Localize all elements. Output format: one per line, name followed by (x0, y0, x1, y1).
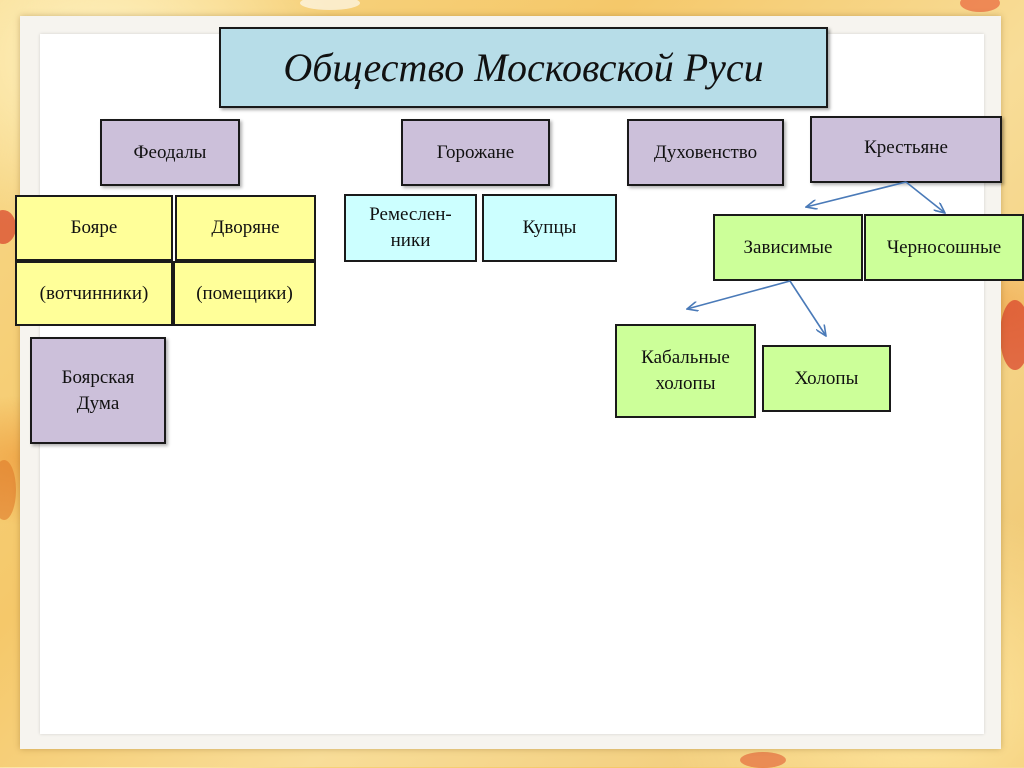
arrow-dependent-to-bonded-serfs (687, 281, 790, 309)
arrow-peasants-to-black-ploughing (906, 182, 945, 213)
arrow-peasants-to-dependent (806, 182, 906, 207)
arrow-dependent-to-serfs (790, 281, 826, 336)
